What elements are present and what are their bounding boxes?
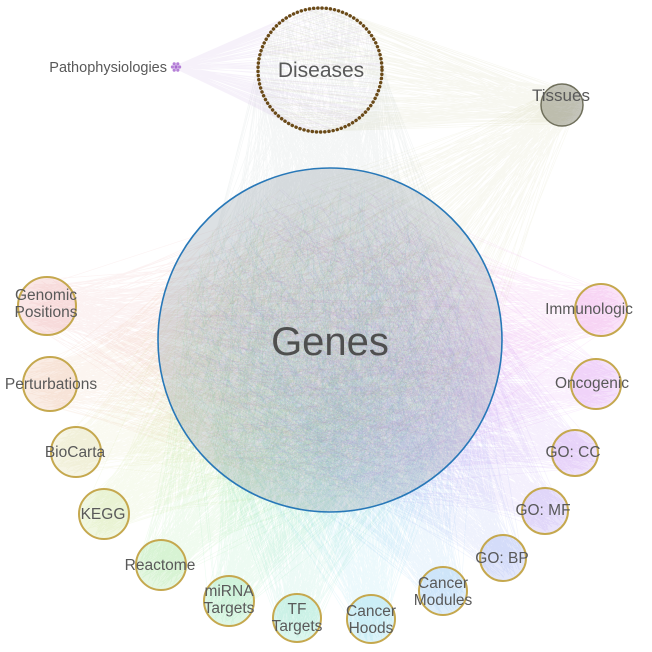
edge-bundle-tf-targets [171,186,489,638]
genes-label: Genes [271,320,389,364]
label-perturbations: Perturbations [5,376,97,393]
node-go-bp[interactable] [479,534,527,582]
label-pathophysiologies: Pathophysiologies [49,60,167,76]
label-oncogenic: Oncogenic [555,375,629,392]
label-line: GO: MF [515,502,570,519]
node-genes[interactable] [157,167,503,513]
edge-bundle-biocarta [54,182,489,496]
edge-bundle-pathophysiologies-diseases [174,7,383,133]
label-line: GO: BP [475,550,528,567]
edge-bundle-mirna-targets [182,190,485,625]
edge-bundle-diseases-genes [176,7,490,494]
label-go-mf: GO: MF [515,502,570,519]
label-tissues: Tissues [532,86,590,105]
label-go-bp: GO: BP [475,550,528,567]
label-line: TF [288,601,307,618]
label-go-cc: GO: CC [545,444,600,461]
node-diseases[interactable] [256,6,384,134]
label-line: BioCarta [45,444,106,461]
node-genomic-positions[interactable] [17,276,77,336]
edge-bundle-tissues-diseases [257,7,581,133]
label-line: Targets [272,618,323,635]
label-line: Cancer [418,575,468,592]
label-kegg: KEGG [81,506,126,523]
node-go-cc[interactable] [551,429,599,477]
edge-bundle-reactome [139,181,484,588]
edge-bundle-perturbations [24,189,477,494]
node-pathophysiologies[interactable] [170,62,182,72]
label-reactome: Reactome [125,557,196,574]
edge-bundle-genomic-positions [22,197,484,493]
label-biocarta: BioCarta [45,444,106,461]
node-oncogenic[interactable] [570,358,622,410]
label-line: miRNA [204,583,254,600]
node-cancer-modules[interactable] [418,566,468,616]
node-go-mf[interactable] [521,487,569,535]
label-line: Modules [414,592,473,609]
label-line: KEGG [81,506,126,523]
label-line: Genomic [15,287,77,304]
node-kegg[interactable] [78,488,130,540]
node-perturbations[interactable] [22,356,78,412]
label-line: Oncogenic [555,375,629,392]
label-line: GO: CC [545,444,600,461]
label-line: Perturbations [5,376,97,393]
node-immunologic[interactable] [574,283,628,337]
node-mirna-targets[interactable] [203,575,255,627]
label-immunologic: Immunologic [545,301,633,318]
edge-bundle-immunologic [174,182,626,495]
label-diseases: Diseases [278,59,364,82]
label-line: Reactome [125,557,196,574]
edge-bundle-cancer-modules [172,193,487,614]
edge-bundle-cancer-hoods [173,181,486,642]
label-line: Immunologic [545,301,633,318]
label-line: Hoods [349,620,394,637]
label-line: Cancer [346,603,396,620]
edge-bundle-tissues-genes [180,85,582,494]
node-biocarta[interactable] [50,426,102,478]
node-tissues[interactable] [540,83,584,127]
edge-bundle-oncogenic [174,181,619,494]
label-line: Targets [204,600,255,617]
node-reactome[interactable] [135,539,187,591]
edge-bundle-go-cc [172,189,597,487]
label-line: Positions [15,304,78,321]
node-cancer-hoods[interactable] [346,594,396,644]
node-tf-targets[interactable] [272,593,322,643]
